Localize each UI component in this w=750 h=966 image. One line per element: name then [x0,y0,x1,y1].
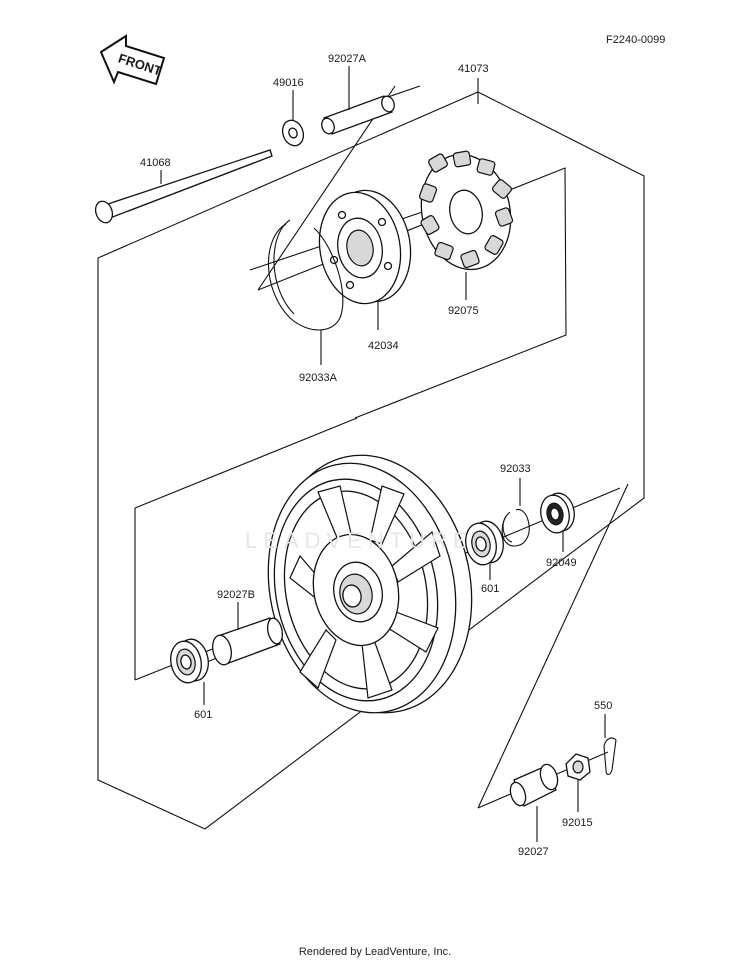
label-92049: 92049 [546,557,577,569]
label-49016: 49016 [273,77,304,89]
figure-code: F2240-0099 [606,34,665,46]
label-92033: 92033 [500,463,531,475]
label-550: 550 [594,700,612,712]
label-42034: 42034 [368,340,399,352]
sleeve-92027B [212,602,284,666]
label-92075: 92075 [448,305,479,317]
cotter-pin-550 [603,714,617,776]
label-41068: 41068 [140,157,171,169]
circlip-92033A [267,219,344,365]
label-41073: 41073 [458,63,489,75]
coupling-plane [257,167,567,419]
label-601-right: 601 [481,583,499,595]
bearing-601-right [465,520,504,580]
label-601-left: 601 [194,709,212,721]
collar-49016 [281,90,305,147]
front-arrow-icon: FRONT [99,34,166,86]
damper-92075 [418,150,514,300]
collar-92027 [509,763,559,842]
label-92027A: 92027A [328,53,367,65]
footer-credit: Rendered by LeadVenture, Inc. [298,946,452,958]
label-92015: 92015 [562,817,593,829]
bearing-601-left [170,638,209,705]
seal-92049 [540,492,575,552]
wheel-plane [134,417,358,509]
axle-guide-line [477,483,629,809]
rear-wheel [267,454,473,714]
watermark: LEADVENTURE [245,528,474,553]
circlip-92033 [501,478,530,547]
label-92027: 92027 [518,846,549,858]
coupling-42034 [318,189,412,330]
axle-41068 [94,149,273,224]
label-92027B: 92027B [217,589,255,601]
nut-92015 [565,753,591,812]
coupling-guide-line [257,85,396,291]
sleeve-92027A [321,66,395,135]
label-92033A: 92033A [299,372,338,384]
